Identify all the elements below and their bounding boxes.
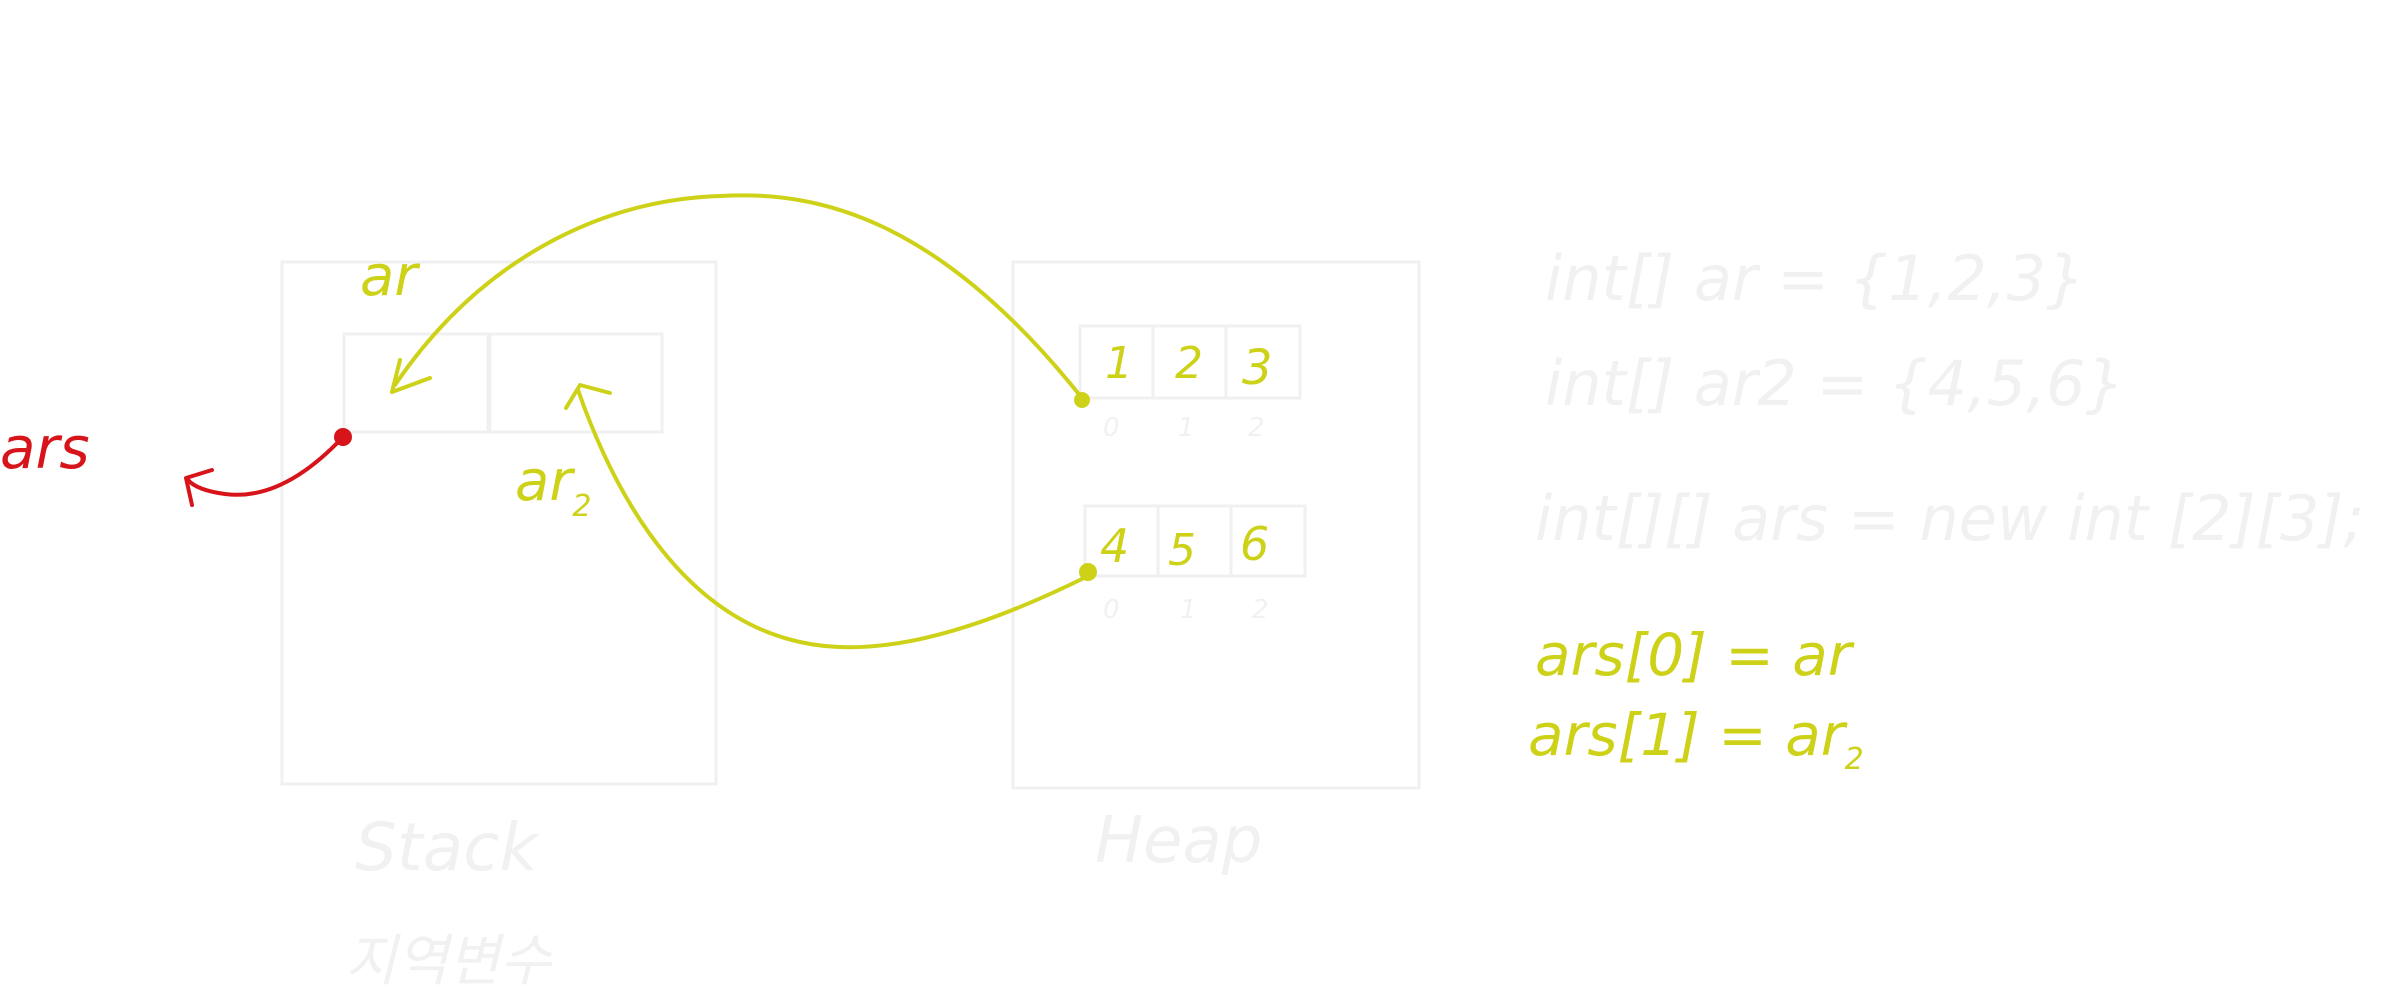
ars-origin <box>334 428 352 446</box>
heap-title: Heap <box>1095 804 1262 878</box>
heap-array2-value: 5 <box>1168 525 1196 576</box>
arrowhead-ar2 <box>564 383 612 410</box>
pointer-origin-ar <box>1074 392 1090 408</box>
arrowhead-ar <box>390 358 432 394</box>
pointer-arrow-ar2 <box>576 388 1092 650</box>
stack-subtitle: 지역변수 <box>345 929 554 994</box>
ars-arrowhead <box>184 468 214 507</box>
stack-slot-ar2 <box>488 332 664 434</box>
heap-array2-index: 2 <box>1252 595 1269 625</box>
heap-array2-index: 0 <box>1103 595 1120 625</box>
heap-array1-value: 3 <box>1242 340 1273 396</box>
heap-array1-value: 1 <box>1105 338 1133 389</box>
heap-array2-index: 1 <box>1180 595 1197 625</box>
stack-frame <box>280 260 718 786</box>
heap-array2-frame <box>1083 504 1307 578</box>
heap-array1-index: 2 <box>1248 413 1265 443</box>
pointer-arrow-ar <box>393 193 1084 400</box>
ars-label: ars <box>0 414 90 482</box>
code-line-1: int[] ar = {1,2,3} <box>1545 242 2085 315</box>
assignment-line-2: ars[1] = ar2 <box>1528 701 1864 777</box>
code-line-3: int[][] ars = new int [2][3]; <box>1535 482 2364 555</box>
stack-label-ar2: ar2 <box>515 449 591 524</box>
heap-frame <box>1011 260 1421 790</box>
heap-array1-index: 0 <box>1103 413 1120 443</box>
assignment-line-1: ars[0] = ar <box>1535 621 1855 689</box>
heap-array2-value: 4 <box>1100 519 1129 573</box>
stack-label-ar: ar <box>360 244 420 309</box>
stack-slot-ar <box>342 332 490 434</box>
pointer-origin-ar2 <box>1079 563 1097 581</box>
ars-arrow <box>186 435 345 497</box>
stack-title: Stack <box>355 809 541 886</box>
heap-array1-value: 2 <box>1175 338 1203 389</box>
heap-array1-frame <box>1078 324 1302 400</box>
heap-array1-index: 1 <box>1178 413 1195 443</box>
code-line-2: int[] ar2 = {4,5,6} <box>1545 347 2125 420</box>
heap-array2-value: 6 <box>1240 517 1269 571</box>
